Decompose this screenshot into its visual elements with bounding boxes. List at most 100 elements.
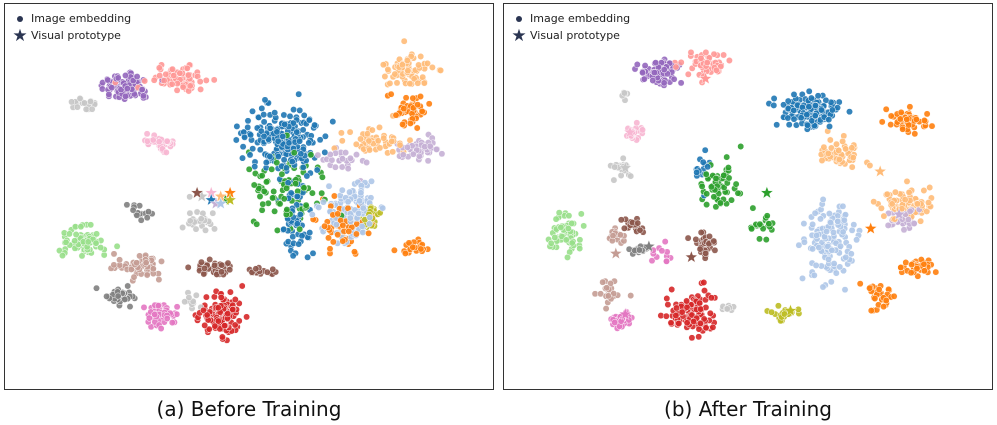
embedding-point-light-green [564,225,572,232]
embedding-point-green [756,220,764,228]
embedding-point-magenta [658,247,666,255]
visual-prototype-star-brown [684,250,699,263]
embedding-point-orange [897,264,905,271]
embedding-point-blue [321,132,329,140]
scatter-plot-after [545,48,940,342]
embedding-point-brown [197,258,205,266]
embedding-point-lavender [353,151,360,159]
embedding-point-orange [400,105,408,113]
embedding-point-magenta [661,238,669,246]
embedding-point-light-orange [820,143,828,151]
embedding-point-light-orange [381,73,389,80]
embedding-point-brown [218,261,226,269]
embedding-point-orange [867,307,875,315]
embedding-point-light-pink [633,119,641,127]
embedding-point-magenta [611,319,619,326]
embedding-point-light-blue [823,228,831,235]
embedding-point-light-pink [143,137,151,145]
embedding-point-pink-red [170,72,178,80]
embedding-point-red [229,306,237,313]
visual-prototype-star-light-blue [213,196,228,210]
embedding-point-red [672,312,680,319]
embedding-point-light-orange [870,198,878,206]
embedding-point-light-blue [848,226,856,234]
embedding-point-purple [649,77,657,84]
embedding-point-blue [274,137,282,145]
embedding-point-brown [269,265,277,273]
embedding-point-pink-red [720,51,728,59]
embedding-point-light-orange [393,79,401,87]
embedding-point-red [231,321,239,329]
embedding-point-green [300,184,308,192]
embedding-point-blue [261,96,269,104]
embedding-point-blue [296,106,304,114]
embedding-point-pink-red [725,57,733,64]
embedding-point-light-gray [192,225,200,233]
embedding-point-purple [108,84,116,92]
embedding-point-orange [923,110,931,118]
embedding-point-blue [825,116,833,124]
embedding-point-light-gray [179,224,187,231]
embedding-point-tan [136,252,144,260]
embedding-point-light-orange [414,79,422,87]
embedding-point-tan [158,257,165,265]
embedding-point-orange [409,94,417,102]
embedding-point-light-orange [424,59,431,67]
embedding-point-light-blue [819,283,827,291]
caption-after: (b) After Training [664,397,832,421]
embedding-point-light-blue [325,182,333,190]
embedding-point-lavender [433,145,440,153]
embedding-point-light-orange [386,79,394,87]
embedding-point-blue [701,146,709,154]
embedding-point-blue [233,122,241,130]
embedding-point-blue [306,229,314,237]
embedding-point-magenta [163,315,171,322]
prototype-stars [609,71,906,321]
embedding-point-green [762,236,770,244]
embedding-point-light-green [71,237,79,245]
embedding-point-pink-red [672,63,680,71]
embedding-point-gray [126,303,134,311]
embedding-point-green [276,200,284,208]
legend: Image embedding ★ Visual prototype [511,10,630,44]
embedding-point-tan [127,265,135,273]
embedding-point-light-orange [824,150,832,157]
embedding-point-orange [903,115,911,123]
embedding-point-green [253,220,261,228]
embedding-point-light-orange [920,187,928,194]
embedding-point-green [308,189,316,197]
visual-prototype-star-light-gray [618,160,633,174]
embedding-point-orange [875,286,883,293]
embedding-point-orange [401,249,409,257]
embedding-point-orange [345,227,353,235]
embedding-point-red [668,286,676,293]
embedding-point-pink-red [173,86,181,94]
embedding-point-pink-red [697,54,705,62]
embedding-point-light-orange [428,63,436,71]
embedding-point-blue [290,106,298,114]
embedding-point-gray [143,214,151,222]
embedding-point-light-blue [319,198,327,206]
embedding-point-green [712,175,720,182]
embedding-point-orange [418,107,426,115]
embedding-point-brown [206,256,214,263]
embedding-point-red [709,323,717,331]
embedding-point-light-green [547,239,555,247]
embedding-point-tan [116,256,124,264]
star-icon: ★ [12,25,28,46]
embedding-point-red [667,319,675,327]
embedding-point-blue [274,153,282,160]
embedding-point-blue [260,111,268,119]
embedding-point-blue [803,111,811,119]
embedding-point-light-orange [366,146,374,154]
embedding-point-light-blue [809,220,817,228]
embedding-point-brown [634,219,642,227]
embedding-point-light-gray [192,291,200,299]
embedding-point-purple [138,86,146,94]
embedding-point-orange [887,112,895,120]
embedding-point-orange [417,245,425,253]
embedding-point-light-orange [818,157,826,164]
embedding-point-light-gray [186,209,194,217]
embedding-point-light-gray [620,89,628,97]
embedding-point-blue [790,115,798,123]
